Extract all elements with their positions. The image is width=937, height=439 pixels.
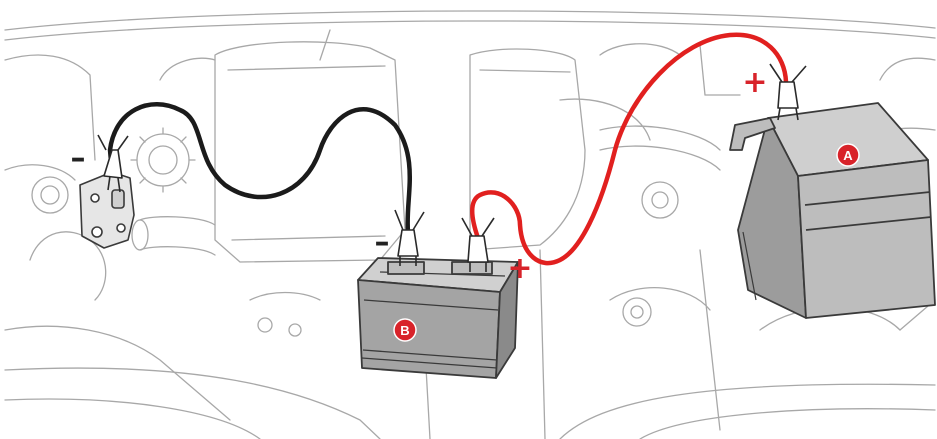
battery-b-badge-circle bbox=[393, 318, 417, 342]
clamp-icon bbox=[769, 63, 807, 121]
plus-icon: + bbox=[507, 251, 532, 286]
plus-icon: + bbox=[742, 65, 767, 100]
engine-ground-point bbox=[79, 171, 135, 249]
clamp-icon bbox=[97, 134, 129, 193]
minus-icon: – bbox=[71, 141, 86, 176]
positive-cable bbox=[470, 32, 789, 266]
battery-b bbox=[357, 257, 519, 379]
battery-a bbox=[729, 102, 936, 319]
minus-icon: – bbox=[375, 225, 390, 260]
battery-a-badge-circle bbox=[836, 143, 860, 167]
negative-cable bbox=[107, 102, 412, 235]
battery-a-label: A bbox=[843, 148, 853, 163]
battery-a-badge: A bbox=[836, 143, 860, 167]
clamp-icon bbox=[461, 217, 495, 272]
battery-b-badge: B bbox=[393, 318, 417, 342]
clamp-icon bbox=[394, 209, 425, 266]
battery-b-label: B bbox=[400, 323, 409, 338]
